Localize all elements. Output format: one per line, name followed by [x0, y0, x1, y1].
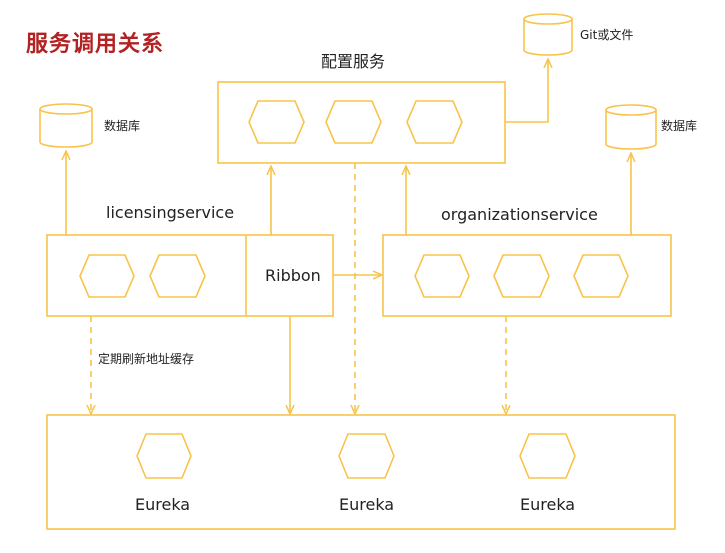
database-right-icon: [605, 104, 657, 150]
organization-service-label: organizationservice: [441, 205, 598, 224]
eureka-label-3: Eureka: [520, 495, 576, 514]
eureka-label-1: Eureka: [135, 495, 191, 514]
licensing-hexagon-2: [149, 254, 206, 298]
page-title: 服务调用关系: [26, 32, 165, 57]
eureka-hexagon-1: [136, 433, 192, 479]
database-left-icon: [39, 103, 93, 148]
ribbon-label: Ribbon: [265, 266, 321, 285]
org-hexagon-1: [414, 254, 470, 298]
org-hexagon-2: [493, 254, 550, 298]
config-hexagon-3: [406, 100, 463, 144]
database-right-label: 数据库: [661, 119, 698, 133]
git-store-icon: [523, 13, 573, 56]
org-hexagon-3: [573, 254, 629, 298]
config-hexagon-1: [248, 100, 305, 144]
config-service-label: 配置服务: [321, 52, 386, 71]
eureka-hexagon-3: [519, 433, 576, 479]
git-store-label: Git或文件: [580, 28, 634, 42]
database-left-label: 数据库: [104, 119, 141, 133]
organization-service-box: [382, 234, 672, 317]
eureka-label-2: Eureka: [339, 495, 395, 514]
licensing-service-label: licensingservice: [106, 203, 235, 222]
config-hexagon-2: [325, 100, 382, 144]
licensing-hexagon-1: [79, 254, 135, 298]
refresh-cache-note: 定期刷新地址缓存: [98, 352, 195, 366]
config-to-git-arrow: [505, 60, 548, 123]
eureka-cluster-box: [46, 414, 676, 530]
eureka-hexagon-2: [338, 433, 395, 479]
